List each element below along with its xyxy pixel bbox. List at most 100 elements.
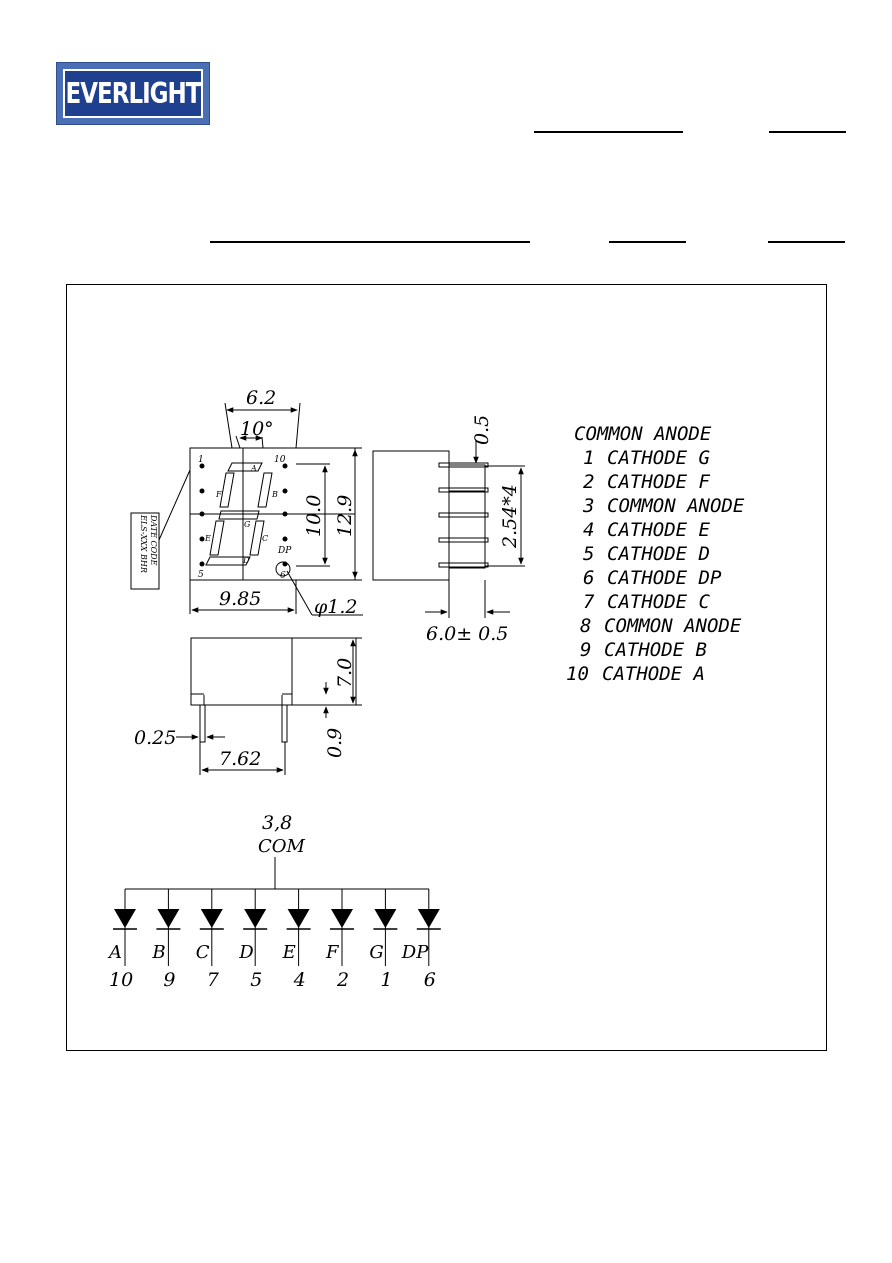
logo-text: EVERLIGHT (65, 77, 202, 110)
pin-function: CATHODE B (604, 639, 707, 661)
dim-lead-width: 0.25 (134, 727, 176, 749)
seg-c-label: C (262, 534, 268, 543)
pin-row: 5 CATHODE D (583, 543, 710, 565)
pin-function: CATHODE C (607, 591, 711, 613)
diode-e: E4 (282, 889, 311, 991)
pin-number-label: 1 (380, 969, 392, 991)
pin-row: 3 COMMON ANODE (582, 495, 745, 517)
dim-lead-length: 6.0± 0.5 (426, 623, 508, 645)
pin-row: 8 COMMON ANODE (580, 615, 742, 637)
pin-row: 1 CATHODE G (583, 447, 710, 469)
drawing-frame (66, 284, 827, 1051)
segment-label: C (196, 942, 210, 963)
diode-f: F2 (325, 889, 354, 991)
tag-line2: DATE CODE (149, 514, 158, 566)
pin-number: 5 (583, 543, 594, 565)
segment-label: DP (401, 942, 429, 963)
dim-pin-gap: 0.5 (471, 415, 493, 445)
pin10-label: 10 (274, 455, 286, 465)
diode-g: G1 (369, 889, 398, 991)
pin-number-label: 2 (336, 969, 349, 991)
diode-c: C7 (196, 889, 224, 991)
diode-symbol (331, 909, 353, 928)
seg-a-label: A (250, 464, 257, 473)
pin-number-label: 10 (109, 969, 133, 991)
pin1-label: 1 (198, 455, 204, 465)
pin-row: 6 CATHODE DP (583, 567, 722, 589)
diode-d: D5 (238, 889, 268, 991)
diode-dp: DP 6 (401, 889, 441, 991)
dim-width-bottom: 9.85 (219, 588, 261, 610)
pin-number: 10 (566, 663, 589, 685)
pin-number: 2 (583, 471, 594, 493)
diode-symbol (244, 909, 267, 928)
segment-label: G (369, 942, 383, 963)
diode-a: A 10 (107, 889, 137, 991)
seg-e-label: E (204, 534, 211, 543)
pin-row: 9 CATHODE B (580, 639, 707, 661)
blank-field-line (609, 241, 686, 243)
blank-field-line (210, 241, 530, 243)
date-code-tag: ELS-XXX BHR DATE CODE (130, 469, 191, 590)
pin-function: CATHODE DP (607, 567, 722, 589)
segment-label: D (238, 942, 254, 963)
pin-table-title: COMMON ANODE (574, 423, 712, 445)
blank-field-line (768, 241, 845, 243)
pin-number: 9 (580, 639, 591, 661)
dim-standoff: 0.9 (324, 728, 346, 758)
pin6-label: 6 (280, 571, 286, 581)
dim-body-height: 7.0 (334, 658, 356, 688)
dim-height-inner: 10.0 (303, 495, 325, 537)
company-logo: EVERLIGHT (56, 62, 210, 125)
pin-number-label: 6 (424, 969, 436, 991)
diode-symbol (200, 909, 223, 928)
pin-number-label: 7 (207, 969, 220, 991)
pin-number: 6 (583, 567, 594, 589)
seg-b-label: B (271, 490, 278, 499)
diode-symbol (417, 909, 440, 928)
seg-dp-label: DP (277, 546, 292, 556)
dim-width-top: 6.2 (246, 387, 276, 409)
pin-number: 7 (583, 591, 595, 613)
blank-field-line (534, 131, 683, 133)
pin-number: 8 (580, 615, 591, 637)
pin-number: 1 (583, 447, 594, 469)
seg-f-label: F (215, 490, 222, 499)
pin-number-label: 4 (293, 969, 306, 991)
front-view (189, 447, 356, 581)
seg-g-label: G (244, 520, 251, 529)
pin-function: COMMON ANODE (607, 495, 745, 517)
pin-number-label: 5 (250, 969, 262, 991)
dim-pin-pitch: 2.54*4 (499, 484, 521, 549)
segment-label: F (325, 942, 340, 963)
side-view (372, 440, 525, 618)
com-pin-numbers: 3,8 (262, 812, 292, 834)
logo-badge: EVERLIGHT (63, 69, 203, 118)
diode-symbol (114, 909, 136, 928)
pin-function: CATHODE G (607, 447, 710, 469)
dim-angle: 10° (240, 418, 274, 440)
pin-number: 3 (582, 495, 594, 517)
blank-field-line (769, 131, 846, 133)
bottom-view (176, 637, 362, 775)
pin-row: 4 CATHODE E (583, 519, 711, 541)
com-label: COM (258, 836, 306, 857)
pin-function: CATHODE F (607, 471, 711, 493)
pin-function: COMMON ANODE (604, 615, 742, 637)
diode-symbol (157, 909, 180, 928)
pin-function: CATHODE E (607, 519, 711, 541)
segment-label: E (282, 942, 296, 963)
pin-row: 10 CATHODE A (566, 663, 705, 685)
diode-b: B9 (151, 889, 181, 991)
diode-symbol (287, 909, 310, 928)
front-dimensions (189, 402, 363, 616)
pin-table: COMMON ANODE 1 CATHODE G 2 CATHODE F 3 C… (566, 423, 745, 685)
dim-hole-dia: φ1.2 (314, 596, 358, 618)
segment-label: A (107, 942, 122, 963)
seg-d-label: D (242, 556, 250, 565)
dim-row-spacing: 7.62 (219, 748, 261, 770)
segment-labels: 1 10 5 6 A B C D E F G DP (198, 455, 292, 581)
